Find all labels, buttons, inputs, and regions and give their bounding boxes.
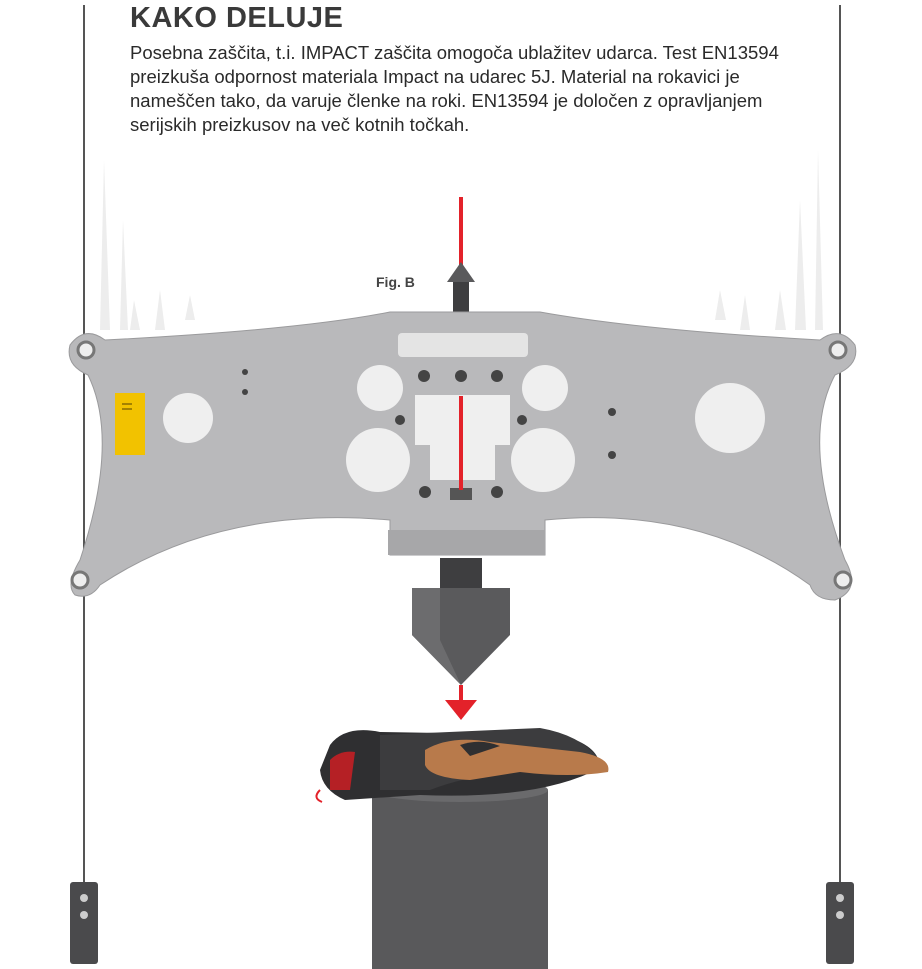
bottom-striker [412,558,510,685]
glove [315,728,609,803]
impact-arrow [445,685,477,720]
plate-bolts [242,369,616,498]
left-weight [70,882,98,964]
plate-clip [450,488,472,500]
page-title: KAKO DELUJE [130,2,344,34]
plate-slot [398,333,528,357]
plate-openings [163,365,765,492]
corner-holes [70,340,853,590]
description-text: Posebna zaščita, t.i. IMPACT zaščita omo… [130,42,779,135]
background-spikes [100,150,823,330]
right-weight [826,882,854,964]
yellow-indicator [115,393,145,455]
top-striker [447,262,475,314]
figure-label: Fig. B [376,274,415,290]
plate-lower-block [388,530,545,555]
anvil-cylinder [372,778,548,969]
